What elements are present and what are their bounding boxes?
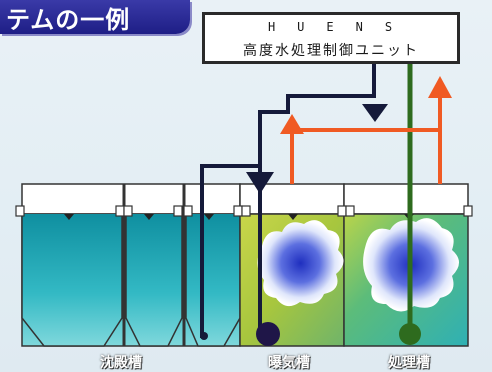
control-unit-brand: HUENS [267,20,415,34]
signal-arrow-head [428,76,452,98]
treatment-line [399,64,421,345]
control-unit-box: HUENS 高度水処理制御ユニット [202,12,460,64]
signal-arrow-head [280,114,304,134]
signal-lines [290,94,442,184]
treatment-tank-label: 処理槽 [388,355,430,371]
aeration-bubbles [257,220,344,307]
tank-clamps [15,205,473,217]
sedimentation-sensor [200,332,208,340]
aeration-tank-label: 曝気槽 [268,355,310,371]
return-arrow-head [362,104,388,122]
control-unit-subtitle: 高度水処理制御ユニット [243,43,419,59]
title-banner: テムの一例 [0,0,190,34]
sedimentation-tank-label: 沈殿槽 [100,355,142,371]
return-arrow-head [246,172,274,194]
aeration-sensor [256,322,280,346]
page-title: テムの一例 [6,6,131,34]
